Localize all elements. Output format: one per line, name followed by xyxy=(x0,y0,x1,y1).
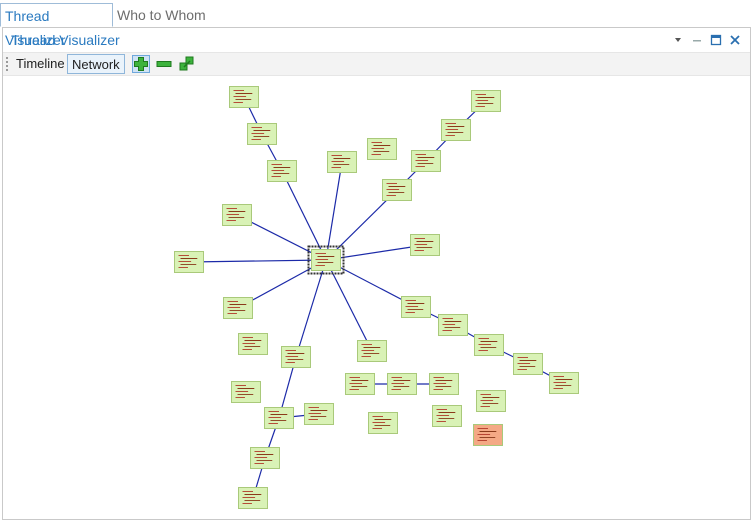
message-node[interactable] xyxy=(513,353,543,375)
message-node[interactable] xyxy=(476,390,506,412)
fit-to-screen-icon[interactable] xyxy=(178,55,196,73)
message-node[interactable] xyxy=(411,150,441,172)
hub-node[interactable] xyxy=(307,245,345,275)
panel-title: Thread Visualizer xyxy=(11,32,120,48)
maximize-icon[interactable] xyxy=(708,32,724,48)
graph-edge xyxy=(325,161,343,261)
tab-thread-visualizer[interactable]: Thread Visualizer xyxy=(0,3,113,48)
tab-who-to-whom[interactable]: Who to Whom xyxy=(117,7,206,23)
graph-edge xyxy=(325,189,398,261)
toolbar-grip[interactable] xyxy=(6,57,10,71)
message-node[interactable] xyxy=(429,373,459,395)
timeline-button[interactable]: Timeline xyxy=(16,56,65,71)
toolbar: Timeline Network xyxy=(3,52,750,76)
zoom-out-icon[interactable] xyxy=(155,55,173,73)
message-node[interactable] xyxy=(238,333,268,355)
message-node[interactable] xyxy=(357,340,387,362)
message-node[interactable] xyxy=(410,234,440,256)
network-button[interactable]: Network xyxy=(67,54,125,74)
message-node[interactable] xyxy=(174,251,204,273)
graph-edge xyxy=(188,259,327,263)
message-node[interactable] xyxy=(222,204,252,226)
message-node[interactable] xyxy=(549,372,579,394)
message-node[interactable] xyxy=(264,407,294,429)
message-node[interactable] xyxy=(432,405,462,427)
message-node[interactable] xyxy=(401,296,431,318)
message-node[interactable] xyxy=(345,373,375,395)
message-node[interactable] xyxy=(441,119,471,141)
dropdown-icon[interactable] xyxy=(670,32,686,48)
graph-edge xyxy=(325,259,373,352)
graph-edge xyxy=(281,170,327,261)
minimize-icon[interactable] xyxy=(689,32,705,48)
network-graph-canvas[interactable] xyxy=(3,75,750,519)
graph-edge xyxy=(295,259,327,358)
message-node[interactable] xyxy=(250,447,280,469)
message-node[interactable] xyxy=(438,314,468,336)
message-node[interactable] xyxy=(474,334,504,356)
message-node[interactable] xyxy=(281,346,311,368)
network-graph[interactable] xyxy=(3,75,750,519)
zoom-in-icon[interactable] xyxy=(132,55,150,73)
message-node[interactable] xyxy=(231,381,261,403)
window-controls xyxy=(670,32,744,48)
message-node[interactable] xyxy=(387,373,417,395)
message-node[interactable] xyxy=(238,487,268,509)
message-node[interactable] xyxy=(382,179,412,201)
message-node[interactable] xyxy=(327,151,357,173)
close-icon[interactable] xyxy=(727,32,743,48)
message-node[interactable] xyxy=(368,412,398,434)
message-node[interactable] xyxy=(247,123,277,145)
message-node[interactable] xyxy=(304,403,334,425)
message-node[interactable] xyxy=(223,297,253,319)
message-node[interactable] xyxy=(471,90,501,112)
graph-nodes xyxy=(174,86,579,509)
message-node[interactable] xyxy=(367,138,397,160)
message-node[interactable] xyxy=(229,86,259,108)
thread-visualizer-panel: Thread Visualizer Timeline Network xyxy=(2,27,751,520)
selected-node[interactable] xyxy=(473,424,503,446)
message-node[interactable] xyxy=(267,160,297,182)
tab-bar: Thread Visualizer Who to Whom xyxy=(0,0,751,48)
